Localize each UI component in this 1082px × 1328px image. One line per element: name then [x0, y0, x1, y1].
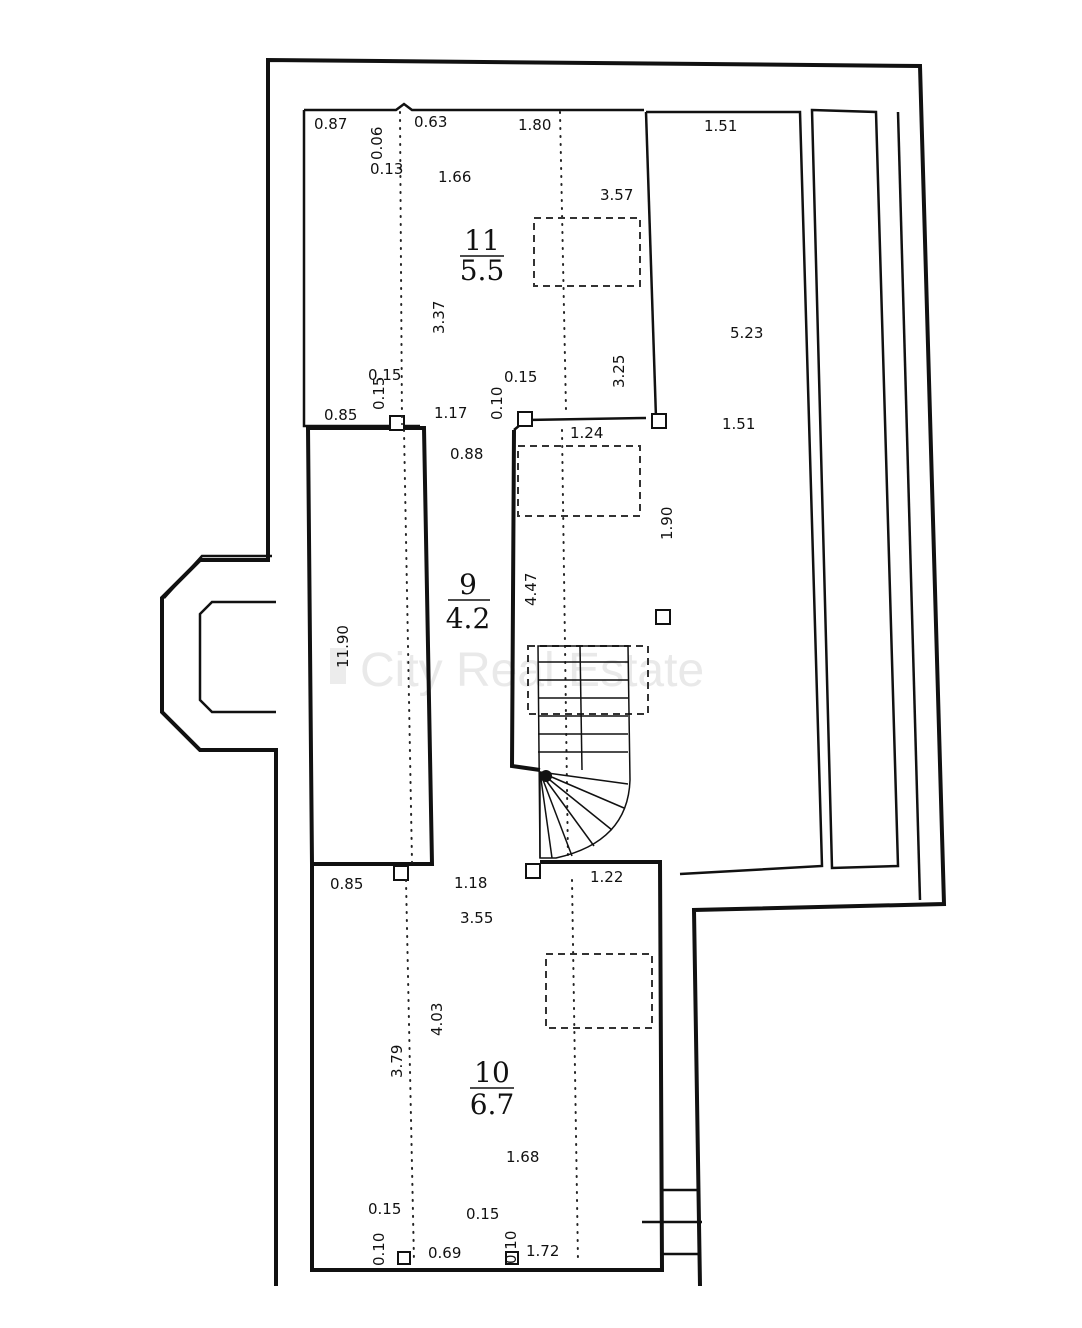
dimension-label: 0.10 — [502, 1231, 520, 1264]
dimension-label: 0.15 — [368, 1200, 401, 1218]
dimension-label: 1.18 — [454, 874, 487, 892]
dimension-label: 1.68 — [506, 1148, 539, 1166]
post — [525, 863, 541, 879]
dimension-label: 3.57 — [600, 186, 633, 204]
dimension-label: 3.25 — [610, 355, 628, 388]
dimension-label: 3.55 — [460, 909, 493, 927]
dimension-label: 3.37 — [430, 301, 448, 334]
dimension-label: 0.15 — [370, 377, 388, 410]
dimension-label: 1.22 — [590, 868, 623, 886]
wall-posts — [389, 411, 671, 1265]
room-number: 9 — [459, 568, 477, 601]
dimension-label: 1.17 — [434, 404, 467, 422]
room-area: 6.7 — [470, 1088, 515, 1121]
dimension-label: 1.72 — [526, 1242, 559, 1260]
dimension-label: 3.79 — [388, 1045, 406, 1078]
skylight — [545, 953, 653, 1029]
dimension-label: 4.47 — [522, 573, 540, 606]
post — [393, 865, 409, 881]
watermark-text: City Real Estate — [360, 644, 704, 697]
dimension-label: 1.66 — [438, 168, 471, 186]
dimension-label: 0.87 — [314, 115, 347, 133]
dimension-label: 0.15 — [368, 366, 401, 384]
dimension-labels: 0.87 0.06 0.63 1.80 1.51 0.13 1.66 3.57 … — [314, 113, 763, 1266]
dimension-label: 0.06 — [368, 127, 386, 160]
skylight — [533, 217, 641, 287]
post — [517, 411, 533, 427]
watermark: City Real Estate — [330, 644, 704, 697]
post — [655, 609, 671, 625]
dimension-label: 0.85 — [324, 406, 357, 424]
dimension-label: 1.51 — [722, 415, 755, 433]
dimension-label: 0.10 — [488, 387, 506, 420]
room-number: 11 — [464, 224, 500, 257]
dimension-label: 0.85 — [330, 875, 363, 893]
dimension-label: 4.03 — [428, 1003, 446, 1036]
post — [389, 415, 405, 431]
bay-window-inner — [198, 600, 276, 714]
dimension-label: 0.63 — [414, 113, 447, 131]
dimension-label: 1.80 — [518, 116, 551, 134]
skylights — [517, 217, 653, 1029]
room-number: 10 — [474, 1056, 510, 1089]
dimension-label: 0.13 — [370, 160, 403, 178]
dimension-label: 11.90 — [334, 625, 352, 668]
watermark-logo-icon — [330, 648, 346, 684]
dimension-label: 0.15 — [504, 368, 537, 386]
room-area: 4.2 — [446, 602, 491, 635]
interior-walls — [302, 102, 900, 1272]
stair-newel — [540, 770, 552, 782]
dimension-label: 1.90 — [658, 507, 676, 540]
skylight — [517, 445, 641, 517]
post — [397, 1251, 411, 1265]
room-9-label: 9 4.2 — [446, 568, 491, 635]
dimension-label: 0.15 — [466, 1205, 499, 1223]
dimension-label: 0.10 — [370, 1233, 388, 1266]
dimension-label: 0.69 — [428, 1244, 461, 1262]
dimension-label: 5.23 — [730, 324, 763, 342]
dimension-label: 0.88 — [450, 445, 483, 463]
outer-walls — [160, 57, 947, 1287]
post — [651, 413, 667, 429]
room-area: 5.5 — [460, 254, 505, 287]
post — [505, 1251, 519, 1265]
room-10-label: 10 6.7 — [470, 1056, 515, 1121]
dimension-label: 1.24 — [570, 424, 603, 442]
right-storage-strip — [810, 108, 900, 870]
staircase — [537, 645, 631, 859]
room-11-label: 11 5.5 — [460, 224, 505, 287]
dimension-label: 1.51 — [704, 117, 737, 135]
